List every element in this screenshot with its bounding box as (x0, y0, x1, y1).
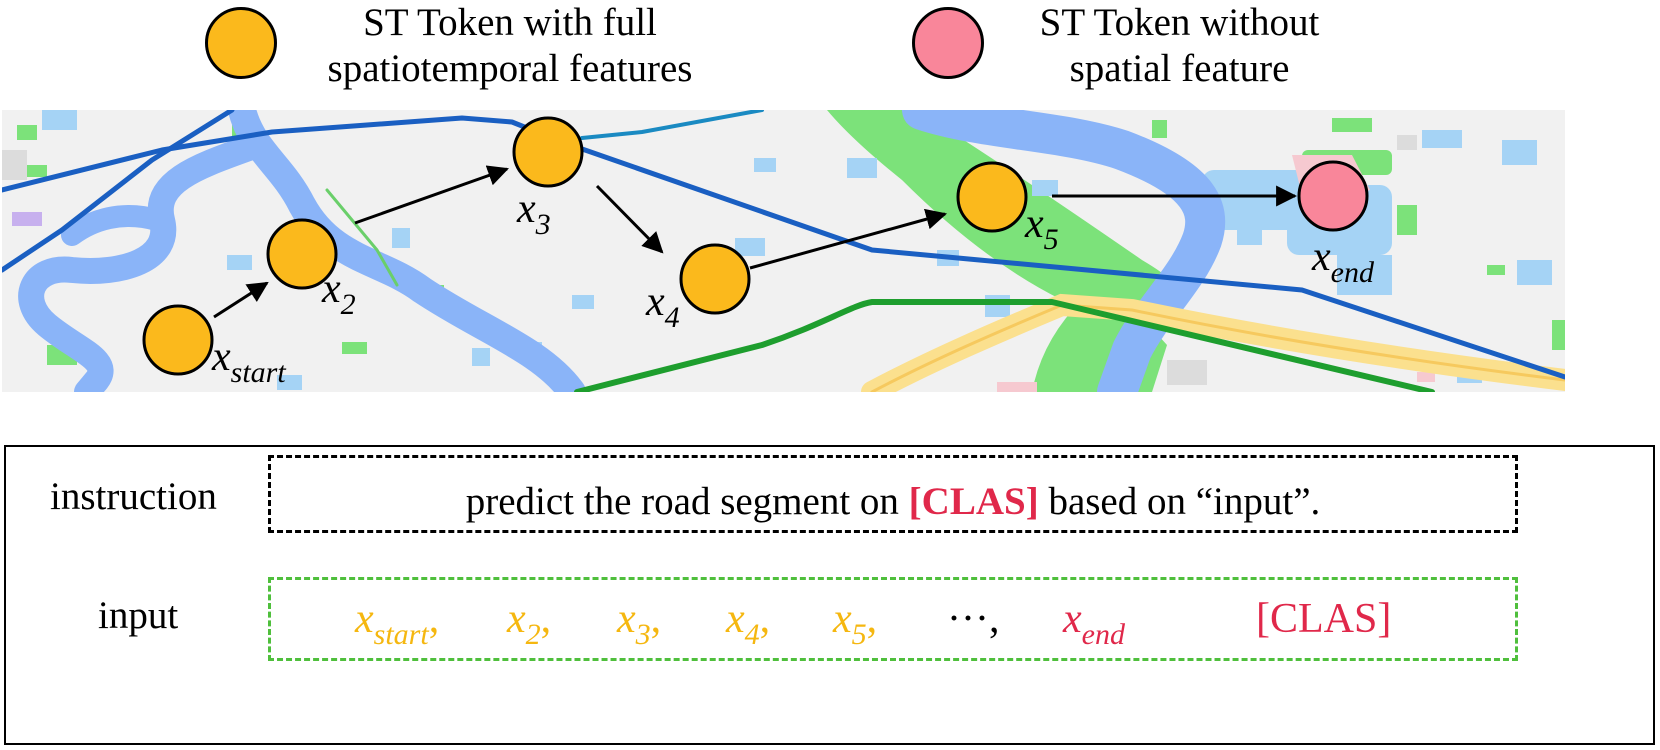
seq-ellipsis: ···, (947, 596, 1000, 642)
legend-full-line2: spatiotemporal features (327, 47, 693, 90)
legend-full: ST Token with full spatiotemporal featur… (205, 0, 725, 105)
legend-nospatial: ST Token without spatial feature (912, 0, 1352, 105)
highway (861, 293, 1565, 392)
instruction-post: based on “input”. (1038, 480, 1321, 523)
node-2 (266, 218, 338, 290)
node-labels: xstart x2 x3 x4 x5 xend (211, 186, 1375, 389)
label-2: x2 (321, 266, 356, 321)
purple-block (12, 212, 42, 226)
node-end (1297, 160, 1369, 232)
prompt-panel: instruction predict the road segment on … (4, 445, 1655, 745)
legend-nospatial-line2: spatial feature (1069, 47, 1290, 90)
rivers (18, 110, 1226, 392)
instruction-clas-token: [CLAS] (908, 480, 1039, 523)
label-4: x4 (645, 279, 680, 334)
legend-full-text: ST Token with full spatiotemporal featur… (300, 0, 720, 92)
legend-nospatial-text: ST Token without spatial feature (1007, 0, 1352, 92)
legend-nospatial-line1: ST Token without (1039, 1, 1320, 44)
green-road (574, 299, 1435, 392)
instruction-pre: predict the road segment on (465, 480, 909, 523)
instruction-box: predict the road segment on [CLAS] based… (268, 455, 1518, 533)
input-label: input (98, 594, 179, 637)
arrow-2-3 (354, 165, 509, 225)
seq-x-2: x2, (507, 596, 552, 651)
trajectory-map: xstart x2 x3 x4 x5 xend (2, 110, 1565, 392)
legend-full-line1: ST Token with full (363, 1, 657, 44)
blue-roads (2, 110, 1565, 380)
seq-x-start: xstart, (355, 596, 440, 651)
node-5 (956, 161, 1028, 233)
node-start (142, 304, 214, 376)
seq-clas-token: [CLAS] (1256, 596, 1392, 642)
input-box: xstart, x2, x3, x4, x5, ···, xend [CLAS] (268, 577, 1518, 661)
node-3 (512, 116, 584, 188)
seq-x-5: x5, (833, 596, 878, 651)
seq-x-end: xend (1063, 596, 1125, 651)
seq-x-3: x3, (617, 596, 662, 651)
trajectory-nodes (142, 116, 1369, 376)
pink-circle-icon (912, 7, 984, 79)
arrow-3-4 (595, 184, 664, 254)
instruction-label: instruction (50, 475, 217, 518)
label-3: x3 (516, 186, 551, 241)
node-4 (679, 243, 751, 315)
instruction-text: predict the road segment on [CLAS] based… (271, 479, 1515, 525)
seq-x-4: x4, (726, 596, 771, 651)
arrow-4-5 (749, 208, 948, 270)
label-end: xend (1311, 234, 1375, 289)
arrow-start-2 (213, 281, 269, 319)
orange-circle-icon (205, 7, 277, 79)
gray-blocks (2, 135, 1417, 385)
trajectory-arrows (213, 165, 1298, 319)
label-5: x5 (1024, 201, 1059, 256)
label-start: xstart (211, 334, 286, 389)
